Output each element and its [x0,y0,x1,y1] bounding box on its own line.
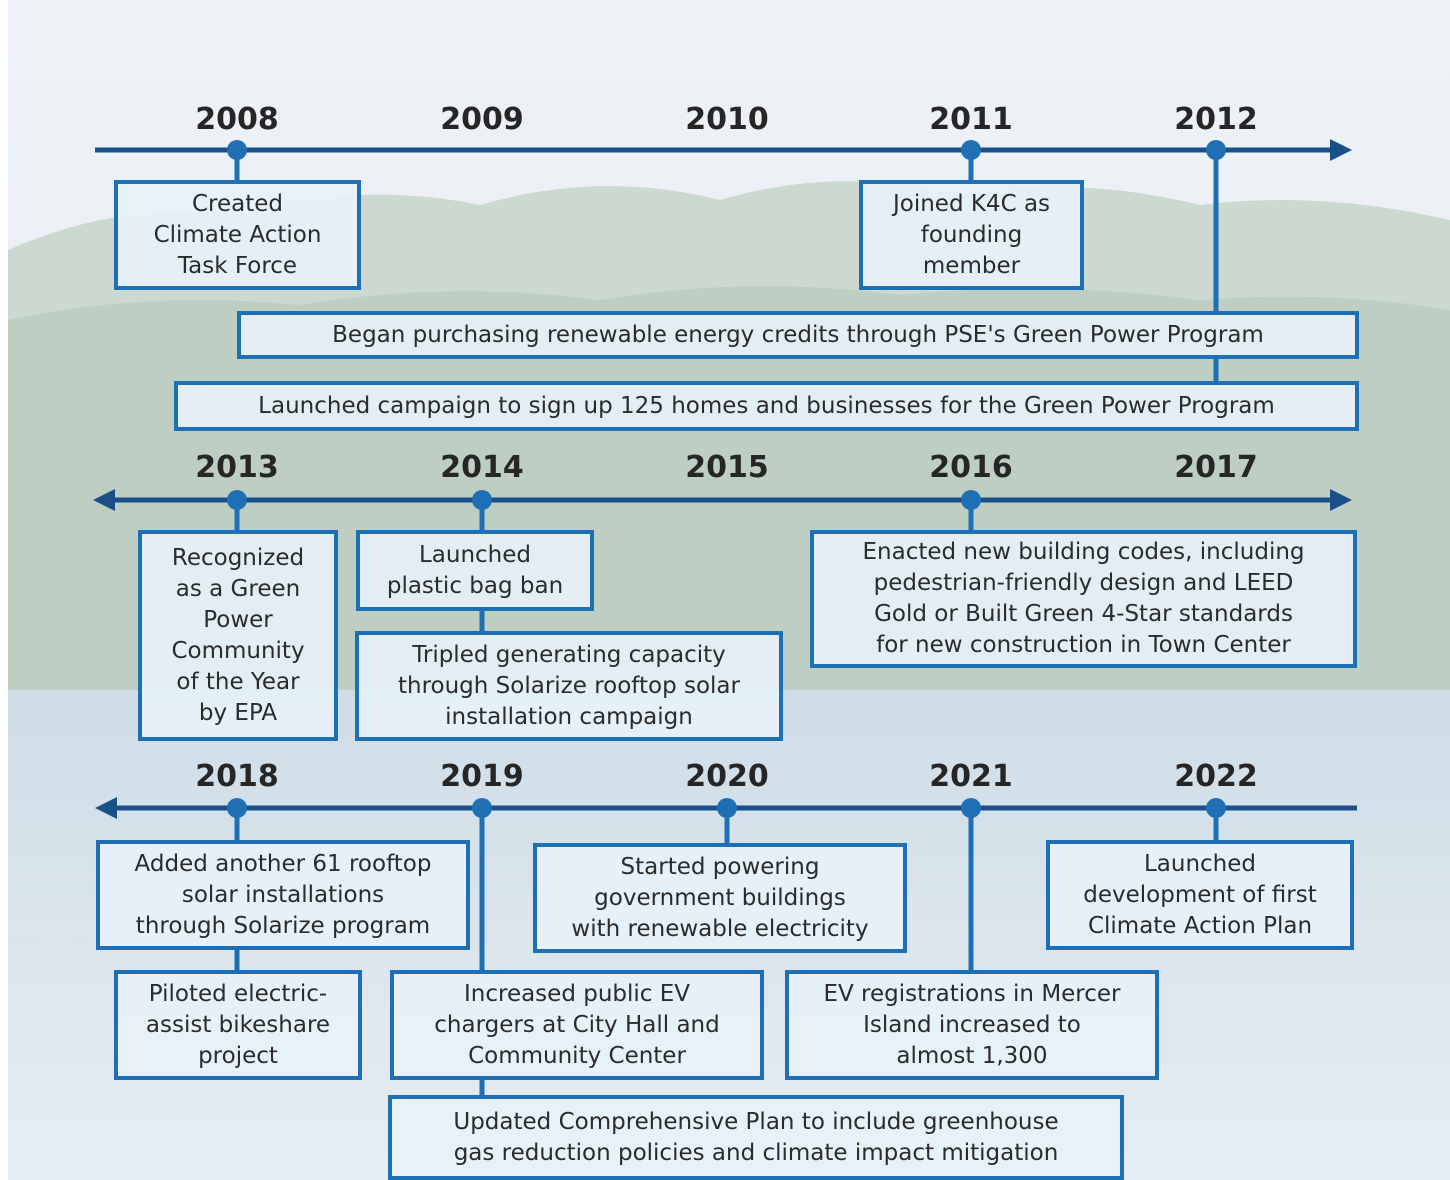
event-dot [961,140,981,160]
event-dot [227,490,247,510]
event-box-e2016: Enacted new building codes, including pe… [810,530,1357,668]
event-dot [1206,140,1226,160]
year-label: 2009 [440,102,524,137]
year-label: 2018 [195,759,279,794]
event-box-e2019b: Updated Comprehensive Plan to include gr… [388,1095,1124,1180]
year-label: 2013 [195,450,279,485]
arrow-left-icon [95,797,117,819]
year-label: 2011 [929,102,1013,137]
year-label: 2020 [685,759,769,794]
event-dot [717,798,737,818]
event-box-e2011: Joined K4C as founding member [859,180,1084,290]
event-box-e2019a: Increased public EV chargers at City Hal… [390,970,764,1080]
event-dot [961,798,981,818]
arrow-left-icon [93,489,115,511]
event-box-e2008: Created Climate Action Task Force [114,180,361,290]
event-box-e2012a: Began purchasing renewable energy credit… [237,311,1359,359]
year-label: 2021 [929,759,1013,794]
event-box-e2018a: Added another 61 rooftop solar installat… [96,840,470,950]
year-label: 2012 [1174,102,1258,137]
event-box-e2021: EV registrations in Mercer Island increa… [785,970,1159,1080]
event-dot [472,798,492,818]
year-label: 2016 [929,450,1013,485]
event-box-e2022: Launched development of first Climate Ac… [1046,840,1354,950]
event-dot [227,798,247,818]
event-box-e2018b: Piloted electric- assist bikeshare proje… [114,970,362,1080]
year-label: 2022 [1174,759,1258,794]
event-dot [472,490,492,510]
arrow-right-icon [1330,139,1352,161]
year-label: 2015 [685,450,769,485]
arrow-right-icon [1330,489,1352,511]
event-box-e2012b: Launched campaign to sign up 125 homes a… [174,381,1359,431]
event-box-e2014b: Tripled generating capacity through Sola… [355,631,783,741]
event-dot [227,140,247,160]
year-label: 2014 [440,450,524,485]
event-box-e2014a: Launched plastic bag ban [356,530,594,611]
event-dot [1206,798,1226,818]
event-box-e2020: Started powering government buildings wi… [533,843,907,953]
event-box-e2013: Recognized as a Green Power Community of… [138,530,338,741]
year-label: 2008 [195,102,279,137]
event-dot [961,490,981,510]
year-label: 2010 [685,102,769,137]
year-label: 2019 [440,759,524,794]
year-label: 2017 [1174,450,1258,485]
